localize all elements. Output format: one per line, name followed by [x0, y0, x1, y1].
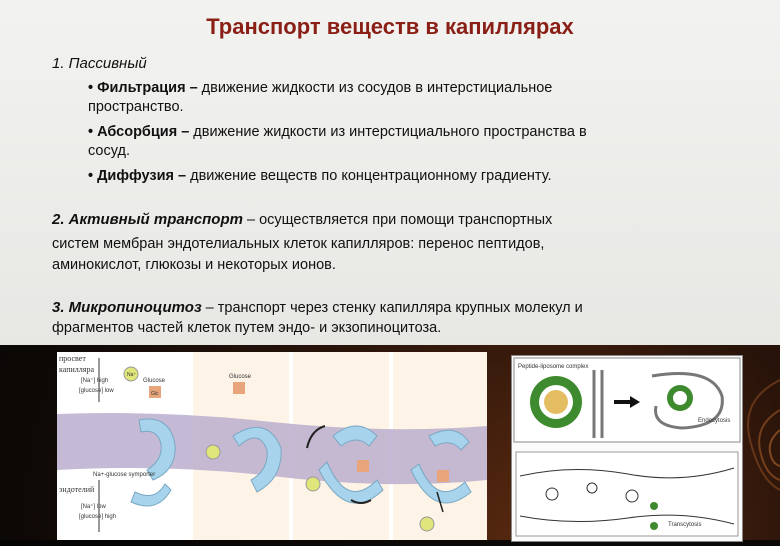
protein-4a: [428, 429, 470, 451]
transcytosis-diagram: Peptide-liposome complex Endocytosis Tra…: [513, 357, 741, 537]
vesicle-3: [625, 489, 639, 503]
symporter-figure: просвет капилляра [Na⁺] high [glucose] l…: [57, 352, 487, 540]
sodium-2: [205, 444, 221, 460]
label-glucose-high: [glucose] high: [79, 514, 116, 520]
decorative-swirl: [747, 379, 780, 491]
section3-text: – транспорт через стенку капилляра крупн…: [201, 300, 583, 316]
arrow-2: [350, 499, 372, 504]
liposome-core: [544, 390, 568, 414]
protein-3a: [332, 425, 378, 447]
bullet-absorption-text: движение жидкости из интерстициального п…: [189, 124, 587, 140]
label-symporter: Na+-glucose symporter: [93, 472, 155, 478]
section2-lead: 2. Активный транспорт: [52, 211, 243, 228]
protein-2: [232, 427, 282, 493]
label-na-low: [Na⁺] low: [81, 503, 107, 510]
vesicle-4: [650, 502, 658, 510]
label-lumen-2: капилляра: [59, 365, 94, 374]
glucose-box-1: [149, 386, 161, 398]
bottom-subpanel: [515, 451, 739, 537]
section1-heading: 1. Пассивный: [52, 55, 147, 72]
bullet-diffusion: • Диффузия – движение веществ по концент…: [88, 167, 552, 186]
transcytosis-figure: Peptide-liposome complex Endocytosis Tra…: [511, 355, 743, 542]
term-diffusion: • Диффузия –: [88, 168, 187, 184]
section2-line1: 2. Активный транспорт – осуществляется п…: [52, 210, 552, 230]
bullet-filtration-cont: пространство.: [88, 99, 184, 115]
text-panel: Транспорт веществ в капиллярах 1. Пассив…: [0, 0, 780, 345]
sodium-4: [419, 516, 435, 532]
slide-title: Транспорт веществ в капиллярах: [206, 14, 574, 39]
glucose-box-4: [437, 470, 449, 482]
term-filtration: • Фильтрация –: [88, 80, 198, 96]
sodium-1: [123, 366, 139, 382]
protein-1b: [130, 483, 172, 507]
process-arrowhead: [630, 396, 640, 408]
term-absorption: • Абсорбция –: [88, 124, 190, 140]
label-na-high: [Na⁺] high: [81, 377, 108, 384]
glucose-box-3: [357, 460, 369, 472]
protein-1: [138, 418, 176, 481]
label-na-1: Na⁺: [127, 372, 136, 378]
section2-line3: аминокислот, глюкозы и некоторых ионов.: [52, 257, 336, 273]
protein-4b: [410, 463, 472, 504]
label-glucose-2: Glucose: [229, 374, 252, 380]
cell-line-top: [519, 467, 735, 479]
label-complex: Peptide-liposome complex: [518, 364, 588, 370]
section3-line2: фрагментов частей клеток путем эндо- и э…: [52, 320, 442, 336]
label-endothelium: эндотелий: [59, 485, 95, 494]
bullet-filtration: • Фильтрация – движение жидкости из сосу…: [88, 79, 552, 98]
label-glc-1: Glc: [151, 391, 159, 397]
arrow-1: [306, 425, 326, 449]
bullet-absorption-cont: сосуд.: [88, 143, 130, 159]
arrow-3: [436, 491, 444, 513]
label-lumen-1: просвет: [59, 354, 86, 363]
endosome-liposome-inner: [673, 391, 687, 405]
glucose-box-2: [233, 382, 245, 394]
section3-line1: 3. Микропиноцитоз – транспорт через стен…: [52, 298, 583, 318]
sodium-3: [305, 476, 321, 492]
bullet-diffusion-text: движение веществ по концентрационному гр…: [186, 168, 552, 184]
section2-text: – осуществляется при помощи транспортных: [242, 212, 553, 228]
label-transcytosis: Transcytosis: [668, 522, 701, 528]
endosome-membrane: [651, 372, 724, 430]
bullet-absorption: • Абсорбция – движение жидкости из интер…: [88, 123, 587, 142]
vesicle-1: [545, 487, 559, 501]
section3-lead: 3. Микропиноцитоз: [52, 299, 202, 316]
label-endocytosis: Endocytosis: [698, 418, 730, 424]
protein-3b: [318, 461, 384, 504]
label-glucose: Glucose: [143, 378, 166, 384]
vesicle-5: [650, 522, 658, 530]
symporter-diagram: просвет капилляра [Na⁺] high [glucose] l…: [57, 352, 487, 540]
bullet-filtration-text: движение жидкости из сосудов в интерстиц…: [197, 80, 553, 96]
cell-line-bottom: [519, 514, 735, 525]
vesicle-2: [586, 482, 598, 494]
section2-line2: систем мембран эндотелиальных клеток кап…: [52, 236, 545, 252]
label-glucose-low: [glucose] low: [79, 388, 114, 394]
